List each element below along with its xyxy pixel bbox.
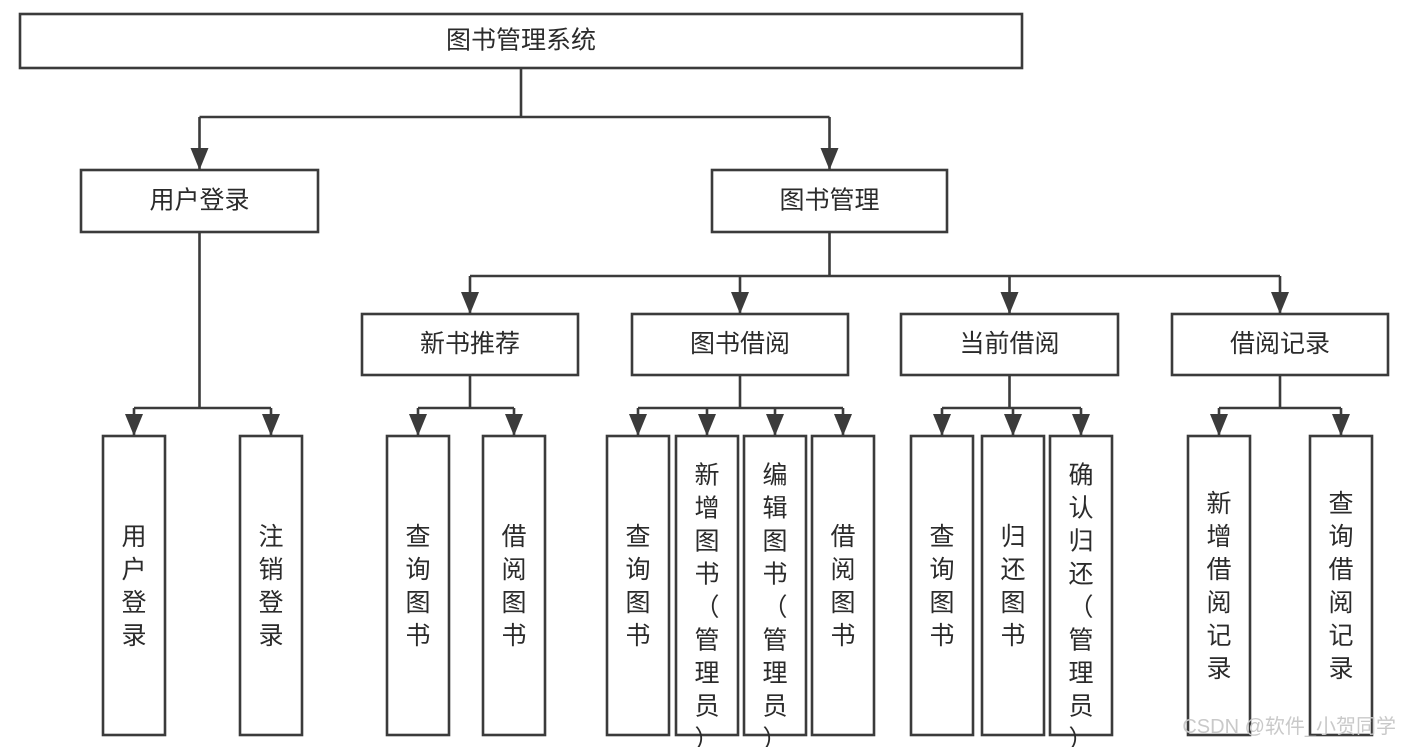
node-box[interactable] (1308, 434, 1374, 737)
arrowhead-icon (820, 148, 839, 170)
arrowhead-icon (1004, 414, 1022, 436)
node-current-borrow[interactable]: 当前借阅 (899, 312, 1120, 377)
nodes-layer: 图书管理系统用户登录图书管理新书推荐图书借阅当前借阅借阅记录用户登录注销登录查询… (18, 12, 1390, 747)
node-box[interactable] (1186, 434, 1252, 737)
node-label: 查询图书 (405, 523, 430, 650)
node-leaf-logout[interactable]: 注销登录 (238, 434, 304, 737)
node-user-login[interactable]: 用户登录 (79, 168, 320, 234)
node-box[interactable] (980, 434, 1046, 737)
connector-new-book-rec (409, 375, 523, 436)
node-box[interactable] (238, 434, 304, 737)
node-book-borrow[interactable]: 图书借阅 (630, 312, 850, 377)
connector-root (190, 68, 839, 170)
connector-borrow-record (1210, 375, 1350, 436)
arrowhead-icon (1332, 414, 1350, 436)
node-leaf-return-book[interactable]: 归还图书 (980, 434, 1046, 737)
node-label: 确认归还（管理员） (1068, 462, 1093, 747)
node-label: 新增图书（管理员） (694, 462, 719, 747)
node-label: 图书管理 (779, 187, 879, 215)
edges-layer (125, 68, 1350, 436)
node-leaf-query-book-3[interactable]: 查询图书 (909, 434, 975, 737)
node-leaf-borrow-book-1[interactable]: 借阅图书 (481, 434, 547, 737)
node-box[interactable] (79, 168, 320, 234)
node-label: 编辑图书（管理员） (762, 462, 787, 747)
node-label: 查询图书 (625, 523, 650, 650)
node-box[interactable] (1048, 434, 1114, 737)
node-label: 注销登录 (258, 523, 283, 650)
node-box[interactable] (605, 434, 671, 737)
node-label: 图书管理系统 (446, 27, 596, 55)
arrowhead-icon (505, 414, 523, 436)
arrowhead-icon (262, 414, 280, 436)
arrowhead-icon (409, 414, 427, 436)
node-box[interactable] (360, 312, 580, 377)
connector-book-manage (461, 232, 1289, 314)
node-label: 借阅图书 (501, 523, 526, 650)
node-box[interactable] (710, 168, 949, 234)
arrowhead-icon (698, 414, 716, 436)
node-label: 当前借阅 (959, 330, 1059, 358)
node-box[interactable] (810, 434, 876, 737)
node-leaf-add-record[interactable]: 新增借阅记录 (1186, 434, 1252, 737)
node-label: 归还图书 (1000, 523, 1025, 650)
arrowhead-icon (1000, 292, 1019, 314)
connector-current-borrow (933, 375, 1090, 436)
node-leaf-confirm-return[interactable]: 确认归还（管理员） (1048, 434, 1114, 747)
arrowhead-icon (766, 414, 784, 436)
node-label: 借阅图书 (830, 523, 855, 650)
node-leaf-add-book[interactable]: 新增图书（管理员） (674, 434, 740, 747)
node-box[interactable] (18, 12, 1024, 70)
connector-book-borrow (629, 375, 852, 436)
arrowhead-icon (1271, 292, 1289, 314)
node-leaf-borrow-book-2[interactable]: 借阅图书 (810, 434, 876, 737)
node-label: 用户登录 (149, 187, 249, 215)
arrowhead-icon (125, 414, 143, 436)
node-leaf-query-record[interactable]: 查询借阅记录 (1308, 434, 1374, 737)
node-label: 新增借阅记录 (1206, 490, 1231, 683)
node-book-manage[interactable]: 图书管理 (710, 168, 949, 234)
node-box[interactable] (674, 434, 740, 737)
node-label: 借阅记录 (1230, 330, 1330, 358)
arrowhead-icon (1072, 414, 1090, 436)
node-box[interactable] (630, 312, 850, 377)
node-label: 新书推荐 (420, 330, 520, 358)
node-leaf-edit-book[interactable]: 编辑图书（管理员） (742, 434, 808, 747)
node-label: 图书借阅 (690, 330, 790, 358)
arrowhead-icon (190, 148, 209, 170)
node-label: 用户登录 (121, 523, 146, 650)
node-label: 查询借阅记录 (1328, 490, 1353, 683)
node-box[interactable] (742, 434, 808, 737)
node-box[interactable] (899, 312, 1120, 377)
node-box[interactable] (101, 434, 167, 737)
arrowhead-icon (933, 414, 951, 436)
csdn-watermark: CSDN @软件_小贺同学 (1182, 715, 1396, 738)
node-leaf-user-login[interactable]: 用户登录 (101, 434, 167, 737)
node-label: 查询图书 (929, 523, 954, 650)
arrowhead-icon (629, 414, 647, 436)
node-box[interactable] (1170, 312, 1390, 377)
node-box[interactable] (909, 434, 975, 737)
node-new-book-rec[interactable]: 新书推荐 (360, 312, 580, 377)
arrowhead-icon (1210, 414, 1228, 436)
connector-user-login (125, 232, 280, 436)
node-leaf-query-book-1[interactable]: 查询图书 (385, 434, 451, 737)
arrowhead-icon (731, 292, 749, 314)
node-box[interactable] (481, 434, 547, 737)
arrowhead-icon (834, 414, 852, 436)
node-box[interactable] (385, 434, 451, 737)
node-leaf-query-book-2[interactable]: 查询图书 (605, 434, 671, 737)
node-root[interactable]: 图书管理系统 (18, 12, 1024, 70)
node-borrow-record[interactable]: 借阅记录 (1170, 312, 1390, 377)
arrowhead-icon (461, 292, 479, 314)
